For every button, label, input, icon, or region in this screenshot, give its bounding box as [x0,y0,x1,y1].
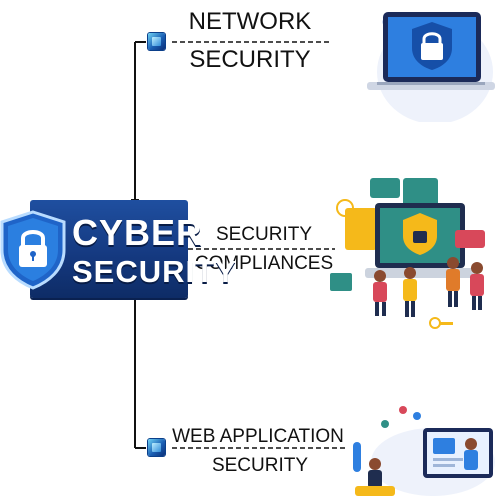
branch-network-line2: SECURITY [189,46,311,73]
branch-webapp-line2: SECURITY [211,455,309,476]
laptop-lock-illustration [367,12,495,122]
compliance-illustration [330,178,485,329]
hub-title-line2: SECURITY [72,254,237,289]
lock-shield-icon [0,210,66,290]
branch-network-line1: NETWORK [188,8,312,35]
network-node-icon [148,33,165,50]
branch-compliance-line1: SECURITY [215,224,313,245]
branch-compliance-line2: COMPLIANCES [194,253,334,274]
webapp-node-icon [148,439,165,456]
web-app-illustration [353,406,495,496]
branch-webapp-line1: WEB APPLICATION [172,426,344,447]
hub-title-line1: CYBER [72,212,204,253]
